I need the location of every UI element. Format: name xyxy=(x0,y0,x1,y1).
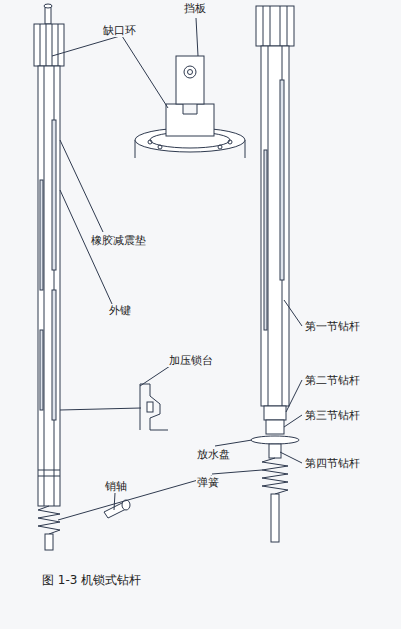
part-label: 外键 xyxy=(108,304,132,317)
part-label: 缺口环 xyxy=(102,24,137,37)
part-label: 弹簧 xyxy=(196,476,220,489)
part-label: 橡胶减震垫 xyxy=(90,234,147,247)
leader-lines xyxy=(52,18,302,520)
segment-label: 第四节钻杆 xyxy=(304,457,361,470)
figure-caption: 图 1-3 机锁式钻杆 xyxy=(42,572,141,589)
part-label: 放水盘 xyxy=(196,448,231,461)
left-drill-pipe xyxy=(34,4,64,550)
part-label: 销轴 xyxy=(104,480,128,493)
right-drill-pipe xyxy=(251,6,299,542)
part-label: 挡板 xyxy=(183,2,207,15)
segment-label: 第二节钻杆 xyxy=(304,374,361,387)
segment-label: 第一节钻杆 xyxy=(304,320,361,333)
top-detail xyxy=(135,56,245,158)
segment-label: 第三节钻杆 xyxy=(304,409,361,422)
part-label: 加压锁台 xyxy=(168,354,214,367)
press-lock-detail xyxy=(140,384,168,430)
